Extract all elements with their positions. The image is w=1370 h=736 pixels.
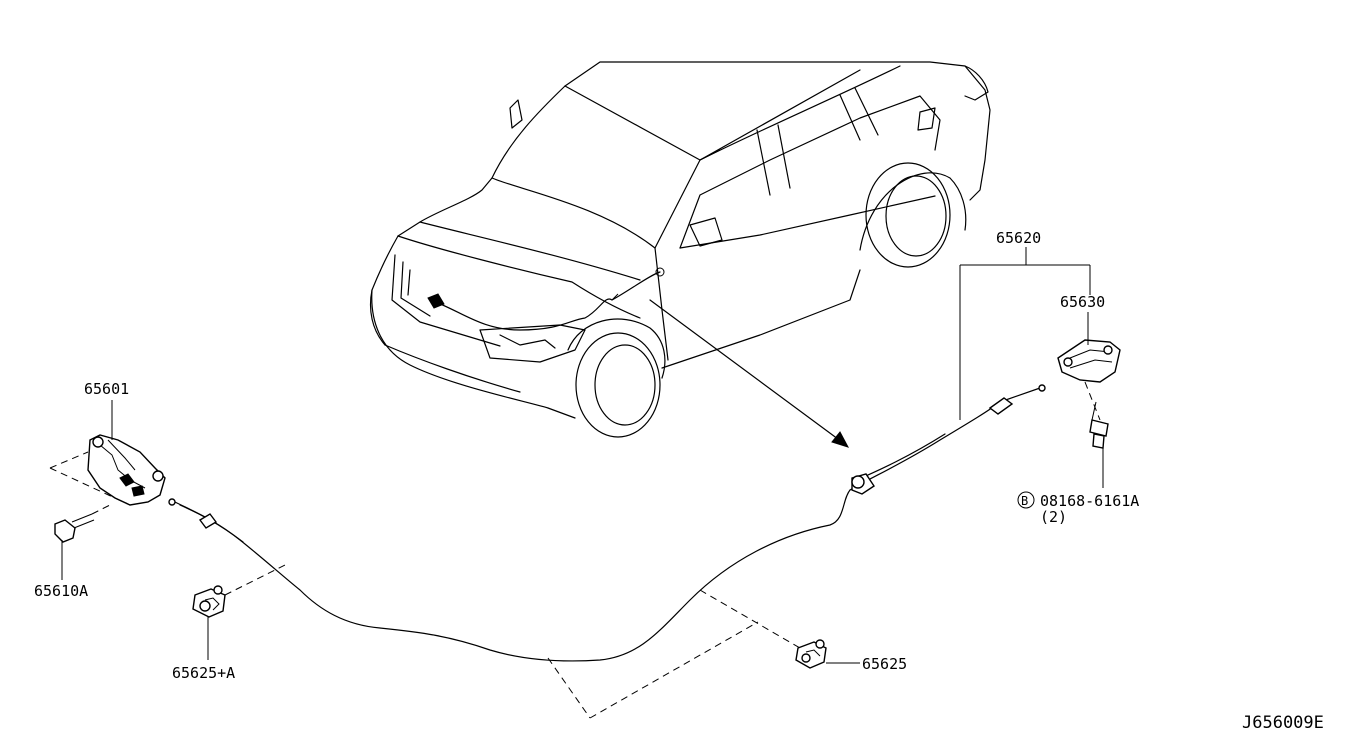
leader-lines bbox=[49, 247, 1104, 719]
label-bolt-qty: (2) bbox=[1040, 508, 1067, 526]
clip-part bbox=[795, 639, 827, 669]
label-65620: 65620 bbox=[996, 229, 1041, 247]
detail-arrow bbox=[649, 299, 850, 448]
label-65630: 65630 bbox=[1060, 293, 1105, 311]
bolt-part bbox=[1084, 381, 1109, 449]
hood-lock-cable bbox=[168, 384, 1046, 662]
diagram-code: J656009E bbox=[1242, 713, 1324, 733]
label-65625-plus-A: 65625+A bbox=[172, 664, 235, 682]
label-65610A: 65610A bbox=[34, 582, 88, 600]
label-08168-6161A: 08168-6161A bbox=[1040, 492, 1139, 510]
hood-lock-part bbox=[87, 434, 166, 506]
bolt-a-part bbox=[54, 504, 111, 543]
label-65625: 65625 bbox=[862, 655, 907, 673]
part-labels: 65620 65630 B 08168-6161A (2) 65601 6561… bbox=[34, 229, 1324, 733]
hood-lock-control-part bbox=[1057, 339, 1121, 383]
clip-a-part bbox=[192, 585, 226, 618]
label-65601: 65601 bbox=[84, 380, 129, 398]
label-bolt: B 08168-6161A (2) bbox=[1017, 491, 1139, 526]
bolt-prefix-letter: B bbox=[1021, 494, 1028, 508]
vehicle-illustration bbox=[369, 61, 991, 438]
